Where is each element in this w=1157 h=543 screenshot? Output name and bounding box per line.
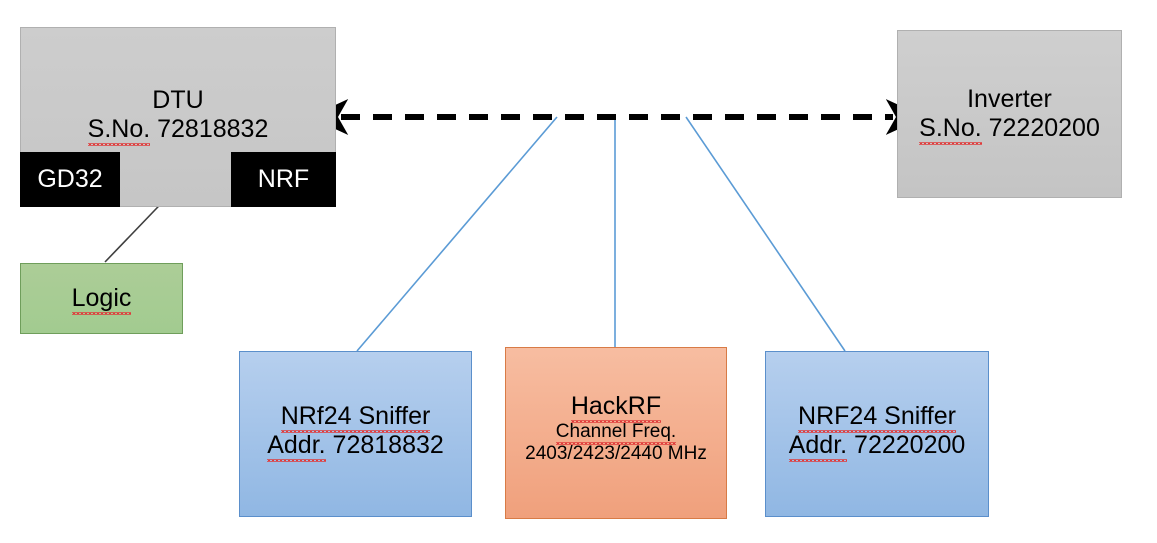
inverter-serial: S.No. 72220200 — [919, 113, 1100, 145]
gd32-chip[interactable]: GD32 — [20, 152, 120, 207]
sniffer-left-addr-prefix: Addr. — [267, 430, 326, 462]
dtu-title: DTU — [152, 86, 204, 114]
inverter-serial-prefix: S.No. — [919, 113, 982, 145]
sniffer-right-title: NRF24 Sniffer — [798, 402, 956, 433]
sniffer-right-addr: Addr. 72220200 — [788, 430, 966, 462]
sniffer-right-addr-prefix: Addr. — [788, 430, 848, 462]
hackrf-node[interactable]: HackRF Channel Freq. 2403/2423/2440 MHz — [505, 347, 727, 519]
sniffer-left-addr-value: 72818832 — [332, 430, 444, 459]
tap-line-right — [685, 116, 846, 352]
hackrf-title: HackRF — [570, 392, 662, 423]
inverter-node[interactable]: Inverter S.No. 72220200 — [897, 30, 1122, 198]
dtu-serial-prefix: S.No. — [87, 114, 151, 146]
sniffer-left-addr: Addr. 72818832 — [267, 430, 444, 462]
dtu-serial: S.No. 72818832 — [87, 114, 269, 146]
inverter-serial-value: 72220200 — [988, 113, 1100, 142]
sniffer-left-title-text: NRf24 Sniffer — [280, 402, 431, 433]
sniffer-right-title-text: NRF24 Sniffer — [798, 402, 956, 433]
hackrf-channel-label: Channel Freq. — [555, 420, 677, 445]
sniffer-tap-lines — [356, 116, 846, 352]
dtu-serial-value: 72818832 — [157, 114, 269, 143]
sniffer-right-addr-value: 72220200 — [854, 430, 966, 459]
gd32-label: GD32 — [37, 165, 103, 193]
inverter-title: Inverter — [967, 85, 1052, 113]
sniffer-left-node[interactable]: NRf24 Sniffer Addr. 72818832 — [239, 351, 472, 517]
nrf-label: NRF — [257, 165, 310, 193]
logic-label: Logic — [71, 284, 132, 315]
hackrf-channel-label-text: Channel Freq. — [555, 420, 677, 445]
tap-line-left — [356, 116, 558, 352]
sniffer-right-node[interactable]: NRF24 Sniffer Addr. 72220200 — [765, 351, 989, 517]
nrf-chip[interactable]: NRF — [231, 152, 336, 207]
logic-analyzer-node[interactable]: Logic — [20, 263, 183, 334]
hackrf-frequencies: 2403/2423/2440 MHz — [525, 442, 707, 464]
sniffer-left-title: NRf24 Sniffer — [280, 402, 431, 433]
hackrf-title-text: HackRF — [570, 392, 662, 423]
